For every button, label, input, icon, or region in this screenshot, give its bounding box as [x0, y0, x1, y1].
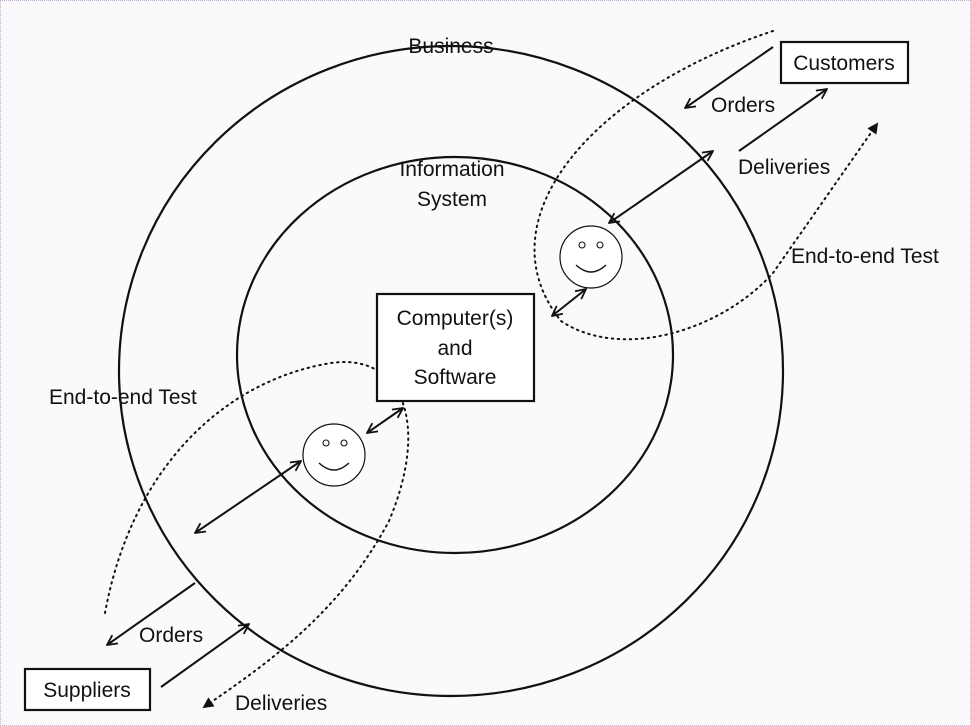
customer-deliveries-label: Deliveries: [738, 156, 830, 179]
user-computer-arrow-upper: [552, 289, 586, 316]
smiley-icon: [559, 225, 623, 289]
supplier-deliveries-arrow: [160, 624, 249, 688]
customers-label: Customers: [793, 52, 895, 75]
supplier-orders-label: Orders: [139, 624, 203, 647]
business-label: Business: [408, 35, 493, 58]
supplier-test-label: End-to-end Test: [49, 386, 197, 409]
information-system-label-line1: Information: [399, 158, 504, 181]
customer-orders-arrow: [685, 46, 774, 108]
smiley-icon: [302, 423, 366, 487]
customer-orders-label: Orders: [711, 94, 775, 117]
core-label-line2: and: [437, 337, 472, 360]
customer-interaction-arrow: [609, 151, 713, 223]
core-label-line1: Computer(s): [397, 307, 514, 330]
supplier-interaction-arrow: [195, 461, 301, 533]
customer-test-label: End-to-end Test: [791, 245, 939, 268]
core-label-line3: Software: [414, 366, 497, 389]
suppliers-label: Suppliers: [43, 679, 131, 702]
user-computer-arrow-lower: [367, 408, 403, 433]
business-boundary: [117, 44, 785, 698]
supplier-orders-arrow: [107, 582, 196, 645]
customers-box: [779, 40, 910, 85]
suppliers-box: [23, 667, 152, 712]
customer-end-to-end-test-path: [533, 30, 879, 341]
information-system-boundary: [235, 155, 675, 555]
customer-deliveries-arrow: [738, 89, 827, 152]
computer-software-box: [375, 292, 536, 403]
information-system-label-line2: System: [417, 188, 487, 211]
supplier-deliveries-label: Deliveries: [235, 692, 327, 715]
